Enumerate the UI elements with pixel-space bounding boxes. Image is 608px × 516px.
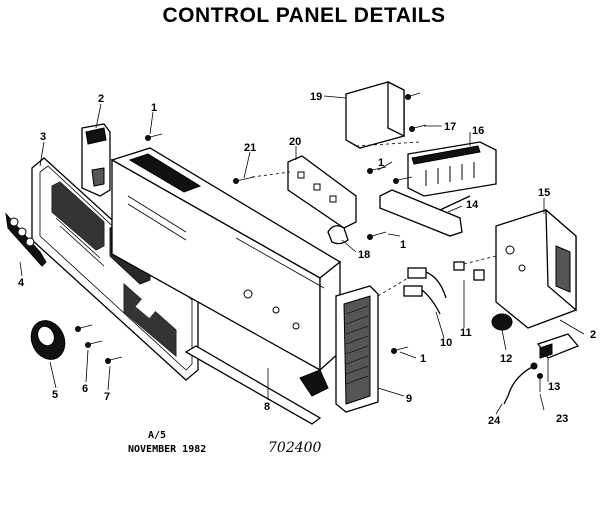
callout-labels: 2 1 3 21 20 19 17 16 15 14 1 1 18 11 10 … [18, 91, 596, 427]
grille-panel [335, 285, 379, 413]
callout-21: 21 [244, 142, 256, 154]
callout-19: 19 [310, 91, 322, 103]
callout-1-low: 1 [420, 353, 426, 365]
callout-2-right: 2 [590, 329, 596, 341]
callout-23: 23 [556, 413, 568, 425]
callout-1-top: 1 [151, 102, 157, 114]
callout-16: 16 [472, 125, 484, 137]
control-knob [30, 320, 66, 360]
callout-8: 8 [264, 401, 270, 413]
rocker-switch [536, 333, 580, 359]
control-panel-plate [31, 157, 199, 381]
diagram-title: CONTROL PANEL DETAILS [162, 4, 446, 27]
wire-connector [403, 267, 447, 315]
mounting-plate [287, 155, 357, 229]
cover-box [345, 80, 405, 149]
callout-4: 4 [18, 277, 25, 289]
callout-7: 7 [104, 391, 110, 403]
left-bracket [81, 123, 111, 197]
drawing-number: 702400 [268, 440, 322, 456]
switch-bar [379, 189, 471, 237]
callout-18: 18 [358, 249, 370, 261]
spacer [453, 261, 485, 281]
callout-17: 17 [444, 121, 456, 133]
revision-date: NOVEMBER 1982 [128, 444, 207, 455]
revision-code: A/5 [148, 430, 167, 441]
lead-wire [503, 362, 538, 405]
terminal-block [407, 141, 497, 197]
callout-2-top: 2 [98, 93, 104, 105]
callout-12: 12 [500, 353, 512, 365]
callout-6: 6 [82, 383, 88, 395]
console-housing [110, 147, 342, 425]
callout-1-right: 1 [400, 239, 406, 251]
callout-15: 15 [538, 187, 550, 199]
callout-13: 13 [548, 381, 560, 393]
callout-1-mid: 1 [378, 157, 384, 169]
callout-9: 9 [406, 393, 412, 405]
callout-11: 11 [460, 327, 472, 339]
leader-lines [19, 95, 585, 415]
callout-10: 10 [440, 337, 452, 349]
timer-knob [491, 313, 513, 331]
callout-14: 14 [466, 199, 479, 211]
callout-24: 24 [488, 415, 501, 427]
screws [75, 92, 543, 392]
grommet-strip [5, 212, 47, 267]
callout-20: 20 [289, 136, 301, 148]
callout-5: 5 [52, 389, 58, 401]
callout-3: 3 [40, 131, 46, 143]
timer-unit [495, 208, 577, 329]
clip [327, 225, 349, 245]
